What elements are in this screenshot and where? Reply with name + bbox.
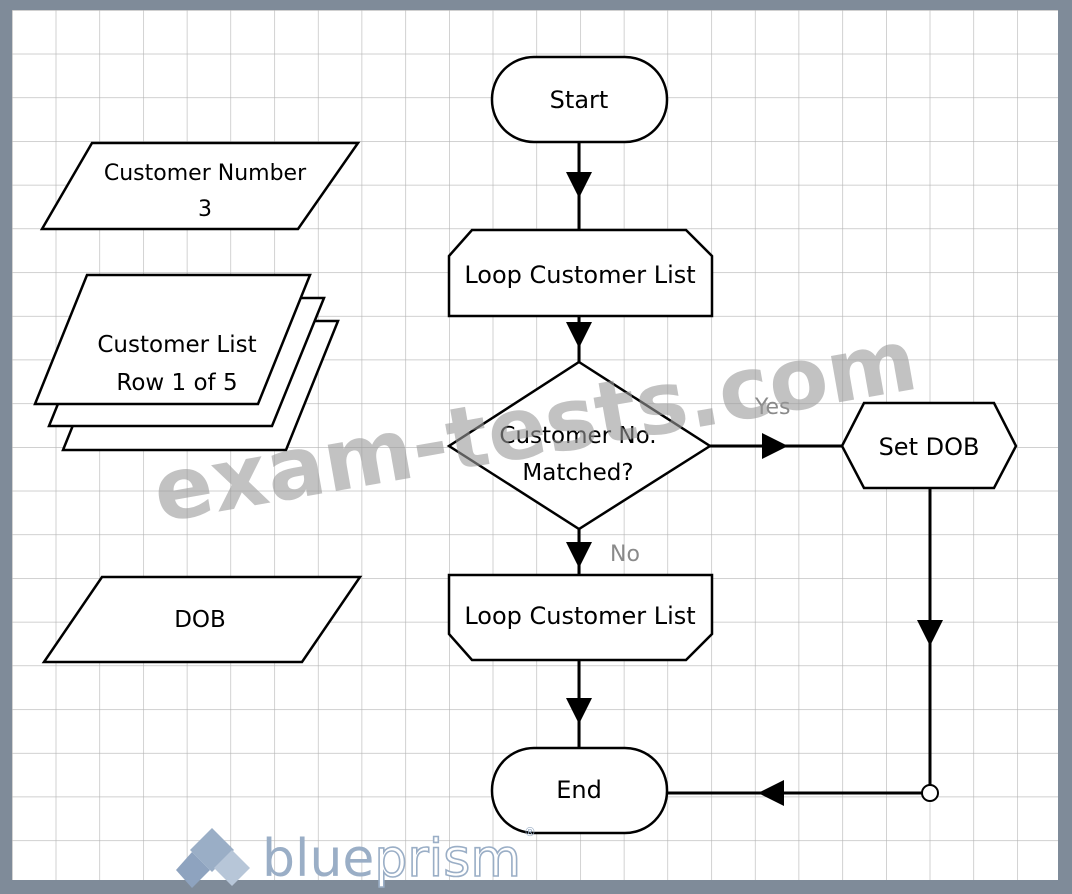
- arrow-down: [917, 620, 943, 646]
- logo-prism: prism: [374, 829, 521, 889]
- blueprism-logo-icon: [176, 828, 250, 888]
- arrow-down: [566, 322, 592, 348]
- dob-label: DOB: [174, 607, 226, 633]
- blueprism-logo: blueprism ®: [176, 825, 536, 890]
- loop-end-label: Loop Customer List: [464, 602, 695, 630]
- set-dob-label: Set DOB: [879, 433, 980, 461]
- customer-list-row: Row 1 of 5: [116, 370, 237, 396]
- arrowheads: [566, 172, 943, 806]
- customer-number-data-item[interactable]: Customer Number 3: [39, 141, 361, 231]
- end-stage[interactable]: End: [490, 746, 669, 835]
- start-stage[interactable]: Start: [490, 55, 669, 144]
- set-dob-stage[interactable]: Set DOB: [840, 401, 1018, 490]
- junction-circle: [921, 784, 939, 802]
- arrow-right: [762, 433, 788, 459]
- arrow-left: [758, 780, 784, 806]
- decision-label-line2: Matched?: [522, 460, 633, 486]
- logo-registered: ®: [524, 825, 536, 839]
- logo-blue: blue: [262, 829, 374, 889]
- arrow-down: [566, 698, 592, 724]
- loop-end-stage[interactable]: Loop Customer List: [447, 573, 714, 662]
- customer-number-value: 3: [198, 197, 212, 222]
- yes-label: Yes: [754, 395, 791, 420]
- customer-number-label: Customer Number: [104, 161, 307, 186]
- end-label: End: [556, 776, 602, 804]
- arrow-down: [566, 172, 592, 198]
- no-label: No: [610, 542, 640, 567]
- dob-data-item[interactable]: DOB: [41, 575, 363, 664]
- loop-start-stage[interactable]: Loop Customer List: [447, 228, 714, 318]
- arrow-down: [566, 542, 592, 568]
- customer-list-label: Customer List: [97, 332, 256, 358]
- decision-label-line1: Customer No.: [499, 423, 656, 449]
- start-label: Start: [550, 86, 609, 114]
- loop-start-label: Loop Customer List: [464, 261, 695, 289]
- customer-list-collection[interactable]: Customer List Row 1 of 5: [33, 273, 340, 452]
- decision-stage[interactable]: Customer No. Matched?: [446, 360, 713, 531]
- svg-text:blueprism: blueprism: [262, 829, 521, 889]
